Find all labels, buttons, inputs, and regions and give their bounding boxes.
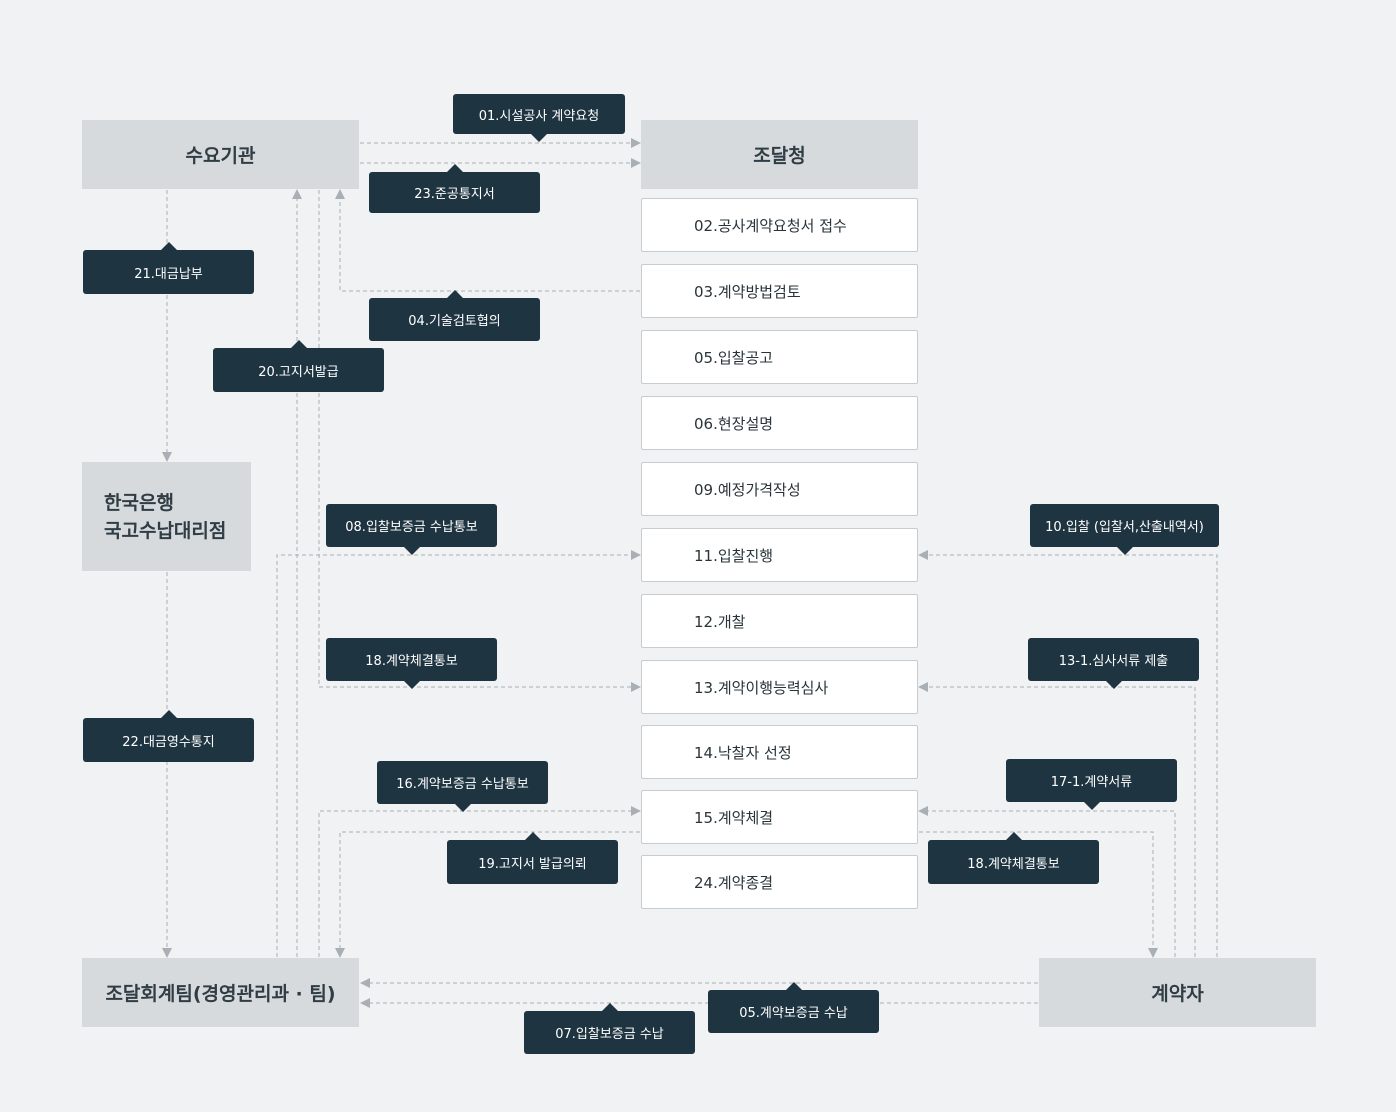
step-14: 14.낙찰자 선정 <box>641 725 918 779</box>
tag-19-text: 19.고지서 발급의뢰 <box>478 856 587 872</box>
line-10 <box>918 550 1218 957</box>
step-14-label: 14.낙찰자 선정 <box>694 743 792 762</box>
tag-22-text: 22.대금영수통지 <box>122 734 215 750</box>
line-13-1 <box>918 682 1196 957</box>
step-05: 05.입찰공고 <box>641 330 918 384</box>
tag-21: 21.대금납부 <box>83 242 254 294</box>
line-17-1 <box>918 806 1176 957</box>
step-02-label: 02.공사계약요청서 접수 <box>694 216 847 235</box>
line-18a <box>318 190 641 692</box>
node-bank: 한국은행 국고수납대리점 <box>82 462 251 571</box>
step-03: 03.계약방법검토 <box>641 264 918 318</box>
tag-20: 20.고지서발급 <box>213 340 384 392</box>
step-24: 24.계약종결 <box>641 855 918 909</box>
tag-04: 04.기술검토협의 <box>369 290 540 341</box>
tag-19: 19.고지서 발급의뢰 <box>447 832 618 884</box>
tag-18b: 18.계약체결통보 <box>928 832 1099 884</box>
line-16 <box>318 806 641 957</box>
tag-07: 07.입찰보증금 수납 <box>524 1003 695 1054</box>
node-procurement-service: 조달청 <box>641 120 918 189</box>
node-bank-line1: 한국은행 <box>104 491 174 514</box>
node-accounting-team: 조달회계팀(경영관리과 · 팀) <box>82 958 359 1027</box>
node-procurement-service-label: 조달청 <box>753 145 806 167</box>
tag-04-text: 04.기술검토협의 <box>408 314 501 329</box>
tag-16-text: 16.계약보증금 수납통보 <box>396 777 529 792</box>
tag-23: 23.준공통지서 <box>369 164 540 213</box>
step-09: 09.예정가격작성 <box>641 462 918 516</box>
step-11: 11.입찰진행 <box>641 528 918 582</box>
tag-18b-text: 18.계약체결통보 <box>967 856 1060 872</box>
tag-01: 01.시설공사 계약요청 <box>453 94 625 142</box>
step-06: 06.현장설명 <box>641 396 918 450</box>
node-demand-agency: 수요기관 <box>82 120 359 189</box>
tag-01-text: 01.시설공사 계약요청 <box>478 108 600 124</box>
tag-08: 08.입찰보증금 수납통보 <box>326 504 497 555</box>
tag-18a: 18.계약체결통보 <box>326 638 497 689</box>
tag-10: 10.입찰 (입찰서,산출내역서) <box>1030 504 1219 555</box>
step-12: 12.개찰 <box>641 594 918 648</box>
tag-13-1-text: 13-1.심사서류 제출 <box>1058 654 1169 669</box>
line-04 <box>335 189 640 292</box>
tag-23-text: 23.준공통지서 <box>414 187 495 202</box>
node-demand-agency-label: 수요기관 <box>185 145 256 167</box>
node-accounting-team-label: 조달회계팀(경영관리과 · 팀) <box>105 983 336 1005</box>
tag-20-text: 20.고지서발급 <box>258 364 339 380</box>
node-bank-line2: 국고수납대리점 <box>104 519 227 542</box>
node-contractor: 계약자 <box>1039 958 1316 1027</box>
step-12-label: 12.개찰 <box>694 612 746 631</box>
node-contractor-label: 계약자 <box>1151 983 1204 1005</box>
tag-17-1: 17-1.계약서류 <box>1006 759 1177 810</box>
step-11-label: 11.입찰진행 <box>694 546 774 565</box>
step-06-label: 06.현장설명 <box>694 414 774 433</box>
step-15-label: 15.계약체결 <box>694 808 774 827</box>
tag-16: 16.계약보증금 수납통보 <box>377 761 548 812</box>
step-05-label: 05.입찰공고 <box>694 348 774 367</box>
tag-18a-text: 18.계약체결통보 <box>365 654 458 669</box>
step-13: 13.계약이행능력심사 <box>641 660 918 714</box>
tag-07-text: 07.입찰보증금 수납 <box>555 1027 664 1042</box>
step-02: 02.공사계약요청서 접수 <box>641 198 918 252</box>
tag-22: 22.대금영수통지 <box>83 710 254 762</box>
step-09-label: 09.예정가격작성 <box>694 480 801 499</box>
step-15: 15.계약체결 <box>641 790 918 844</box>
tag-21-text: 21.대금납부 <box>134 266 203 282</box>
tag-08-text: 08.입찰보증금 수납통보 <box>345 520 478 535</box>
tag-05: 05.계약보증금 수납 <box>708 982 879 1033</box>
step-03-label: 03.계약방법검토 <box>694 282 801 301</box>
tag-05-text: 05.계약보증금 수납 <box>739 1006 848 1021</box>
step-24-label: 24.계약종결 <box>694 873 774 892</box>
tag-10-text: 10.입찰 (입찰서,산출내역서) <box>1045 520 1204 535</box>
tag-13-1: 13-1.심사서류 제출 <box>1028 638 1199 689</box>
tag-17-1-text: 17-1.계약서류 <box>1050 775 1133 790</box>
line-18b <box>919 831 1158 958</box>
step-13-label: 13.계약이행능력심사 <box>694 678 829 697</box>
line-08 <box>276 550 641 957</box>
